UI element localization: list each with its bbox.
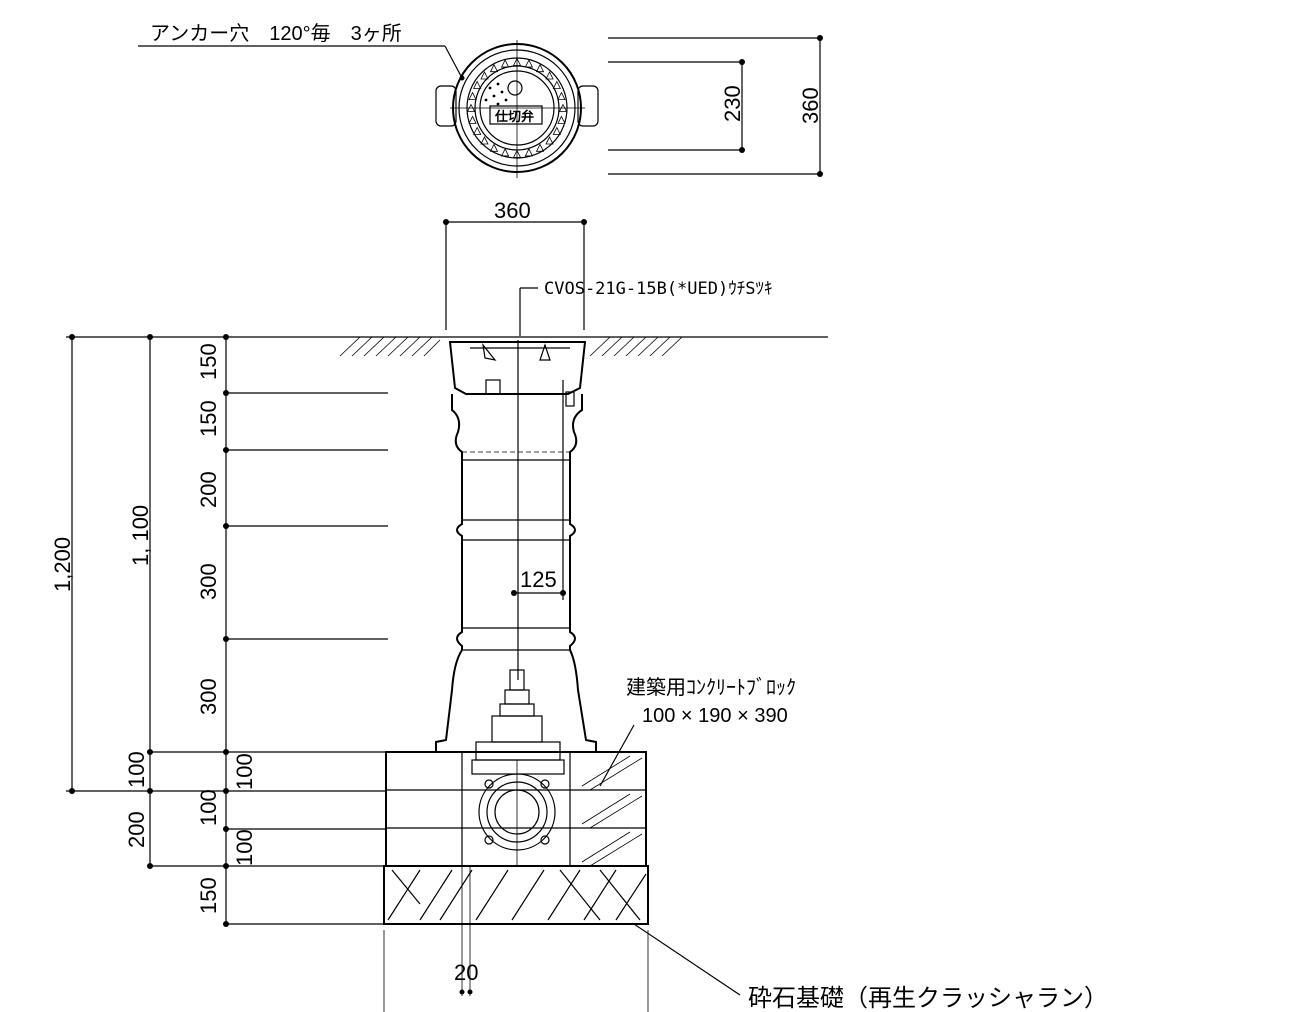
anchor-hole-label: アンカー穴 120°毎 3ヶ所 [150,22,402,45]
cover-triangle [468,91,477,100]
foundation-label: 砕石基礎（再生クラッシャラン） [748,985,1108,1012]
dimension-dot [223,447,229,453]
dim-seg-150a: 150 [196,343,221,380]
cover-triangle [535,63,545,73]
block-size: 100 × 190 × 390 [642,705,788,727]
dim-seg-200: 200 [196,471,221,508]
cover-triangle [489,143,499,152]
dim-inner-125: 125 [520,567,557,592]
cover-triangle [545,136,554,145]
cover-triangle [557,91,566,100]
dim-plan-inner: 230 [720,85,745,122]
dimension-dot [223,749,229,755]
cover-triangle [524,59,534,68]
dimension-dot [223,390,229,396]
dimension-dot [147,749,153,755]
cover-triangle [468,115,477,124]
dimension-dot [223,788,229,794]
dim-seg-100b: 100 [232,753,257,790]
cover-triangle [552,126,561,135]
dimension-dot [147,863,153,869]
gravel-base: 20 [383,865,649,1012]
cover-triangle [473,80,482,89]
gate-valve [471,669,565,865]
dim-total-1100: 1, 100 [128,505,153,566]
section-view: 360 CVOS-21G-15B(*UED)ｳﾁSﾂｷ [50,198,1108,1012]
cover-triangle [480,71,489,80]
dimension-dot [223,523,229,529]
dim-seg-200b: 200 [124,811,149,848]
cover-triangle [489,63,499,73]
dimension-dot [147,788,153,794]
cover-label: 仕切弁 [494,109,534,124]
dimension-dot [147,334,153,340]
cover-triangle [552,80,561,89]
dim-seg-100a: 100 [124,751,149,788]
cover-dot [504,98,508,102]
cover-triangle [557,115,566,124]
cover-triangle [500,148,510,157]
dim-seg-100d: 100 [232,829,257,866]
cover-dot [492,94,496,98]
plan-view: アンカー穴 120°毎 3ヶ所 仕切弁 230 360 [138,22,823,178]
dim-seg-300a: 300 [196,563,221,600]
cover-dot [500,90,504,94]
dim-plan-outer: 360 [798,87,823,124]
cover-dot [488,86,492,90]
dimension-dot [69,334,75,340]
dim-width-top: 360 [494,198,531,223]
cover-triangle [535,143,545,152]
dimension-dot [223,334,229,340]
model-label: CVOS-21G-15B(*UED)ｳﾁSﾂｷ [544,279,772,299]
cover-triangle [545,71,554,80]
cover-triangle [500,59,510,68]
dim-seg-300b: 300 [196,678,221,715]
dimension-dot [223,863,229,869]
dimension-dot [223,636,229,642]
cover-triangle [480,136,489,145]
dim-bottom-20: 20 [454,960,478,985]
dim-seg-150b: 150 [196,400,221,437]
dimension-dot [223,826,229,832]
cover-dot [496,102,500,106]
concrete-blocks [385,751,647,867]
cover-dot [484,98,488,102]
cover-dot [496,82,500,86]
block-name: 建築用ｺﾝｸﾘｰﾄﾌﾞﾛｯｸ [626,676,796,699]
dim-seg-100c: 100 [196,789,221,826]
cover-triangle [524,148,534,157]
dim-seg-150c: 150 [196,877,221,914]
cover-triangle [473,126,482,135]
dimension-dot [69,788,75,794]
dim-total-1200: 1,200 [50,537,75,592]
dimension-dot [223,921,229,927]
